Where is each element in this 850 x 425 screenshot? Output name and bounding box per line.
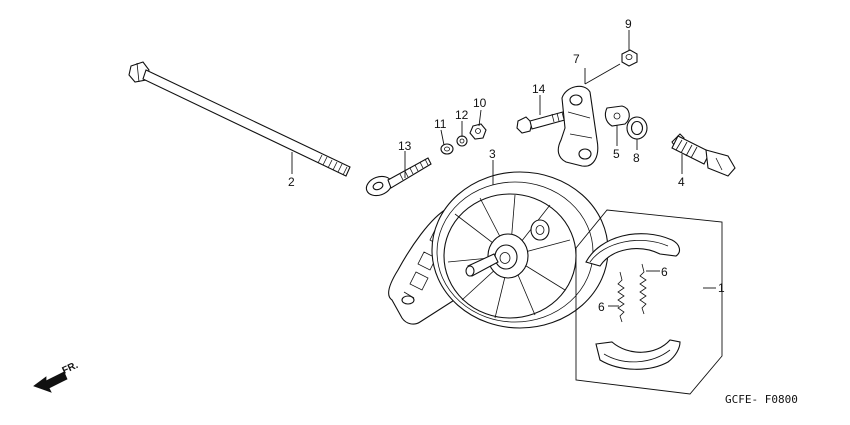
direction-arrow-icon [33, 371, 68, 393]
callout-8: 8 [633, 151, 640, 165]
callout-4: 4 [678, 175, 685, 189]
axle-part [128, 61, 351, 177]
callout-11: 11 [434, 117, 447, 131]
chain-adjuster-part [365, 157, 432, 197]
indicator-plate-part [604, 105, 630, 127]
callout-12: 12 [455, 108, 469, 122]
brake-arm-part [557, 85, 599, 167]
callout-13: 13 [398, 139, 412, 153]
figure-code: GCFE- F0800 [725, 393, 798, 406]
callout-1: 1 [718, 281, 725, 295]
front-direction-indicator: FR. [33, 360, 80, 393]
brake-panel-part [388, 171, 609, 329]
callout-5: 5 [613, 147, 620, 161]
nut-part-9 [621, 49, 638, 67]
leader-lines [291, 30, 716, 307]
callout-6a: 6 [661, 265, 668, 279]
seal-ring-part [626, 116, 648, 140]
callout-3: 3 [489, 147, 496, 161]
nut-part-11 [440, 143, 454, 155]
brake-cam-part [671, 133, 736, 177]
callout-10: 10 [473, 96, 487, 110]
brake-shoe-set-part [575, 209, 723, 395]
direction-label: FR. [61, 360, 80, 377]
washer-part-12 [456, 135, 468, 147]
callout-7: 7 [573, 52, 580, 66]
callout-6b: 6 [598, 300, 605, 314]
nut-part-10 [469, 123, 487, 140]
callout-labels: 1 2 3 4 5 6 6 7 8 9 10 11 12 13 14 [288, 17, 725, 314]
callout-14: 14 [532, 82, 546, 96]
callout-2: 2 [288, 175, 295, 189]
bolt-part [516, 109, 573, 134]
callout-9: 9 [625, 17, 632, 31]
